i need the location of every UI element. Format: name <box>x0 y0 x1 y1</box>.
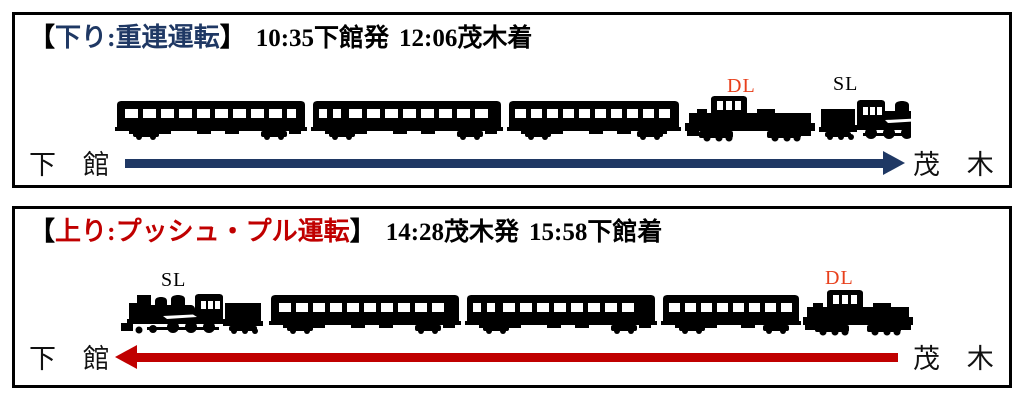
coach <box>507 101 681 140</box>
vehicle-label-dl: DL <box>727 75 756 97</box>
title-direction-tag: 上り:プッシュ・プル運転 <box>55 217 350 246</box>
panel-down-direction: 【下り:重連運転】 10:35下館発 12:06茂木着 DL SL <box>12 12 1012 188</box>
coach <box>269 295 461 334</box>
station-label-left: 下 館 <box>29 150 120 180</box>
coach <box>311 101 503 140</box>
coach <box>115 101 307 140</box>
arrow-head-left <box>115 345 137 369</box>
train-consist-down <box>115 96 911 142</box>
title-schedule-depart: 10:35下館発 <box>255 25 390 52</box>
arrow-head-right <box>883 151 905 175</box>
title-open-bracket: 【 <box>29 23 56 52</box>
title-direction-tag: 下り:重連運転 <box>55 23 220 52</box>
vehicle-label-sl: SL <box>161 269 187 291</box>
station-label-right: 茂 木 <box>913 150 1004 180</box>
vehicle-label-dl: DL <box>825 267 854 289</box>
title-schedule-depart: 14:28茂木発 <box>385 219 520 246</box>
arrow-shaft <box>125 159 885 168</box>
title-schedule-arrive: 15:58下館着 <box>529 219 663 246</box>
panel-up-direction: 【上り:プッシュ・プル運転】 14:28茂木発 15:58下館着 SL DL <box>12 206 1012 388</box>
vehicle-label-sl: SL <box>833 73 859 95</box>
coach <box>661 295 801 334</box>
train-consist-up <box>121 290 913 336</box>
station-label-right: 茂 木 <box>913 344 1004 374</box>
title-schedule-arrive: 12:06茂木着 <box>399 25 533 52</box>
diesel-locomotive <box>803 290 913 336</box>
arrow-shaft <box>136 353 898 362</box>
title-open-bracket: 【 <box>29 217 56 246</box>
station-label-left: 下 館 <box>29 344 120 374</box>
diesel-locomotive <box>685 96 815 142</box>
coach <box>465 295 657 334</box>
panel-down-title: 【下り:重連運転】 10:35下館発 12:06茂木着 <box>29 21 532 56</box>
title-close-bracket: 】 <box>349 217 376 246</box>
panel-up-title: 【上り:プッシュ・プル運転】 14:28茂木発 15:58下館着 <box>29 215 662 250</box>
steam-locomotive <box>121 294 263 334</box>
direction-arrow-up <box>115 345 905 369</box>
direction-arrow-down <box>125 151 907 175</box>
title-close-bracket: 】 <box>219 23 246 52</box>
